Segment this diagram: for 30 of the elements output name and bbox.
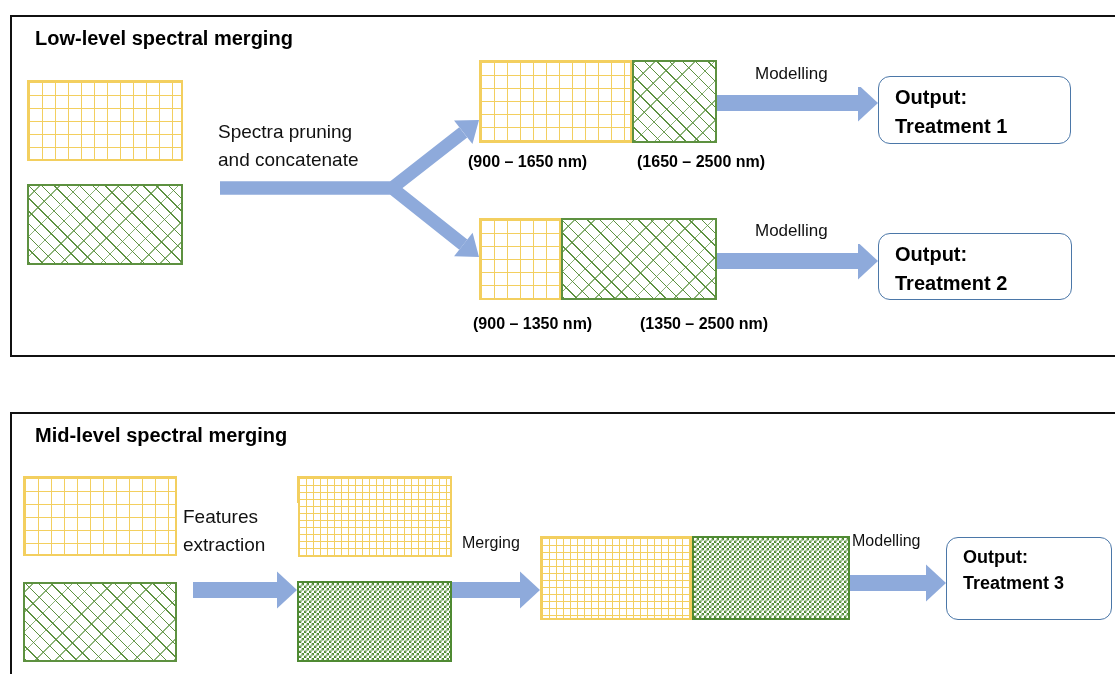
wavelength-range: (1650 – 2500 nm) xyxy=(637,153,766,171)
arrow xyxy=(452,571,540,609)
spectra-block xyxy=(23,582,177,662)
spectra-block xyxy=(692,536,850,620)
output-box: Output: Treatment 2 xyxy=(878,233,1072,300)
wavelength-range: (1350 – 2500 nm) xyxy=(640,315,769,333)
spectra-block xyxy=(297,581,452,662)
spectra-block xyxy=(479,60,632,143)
wavelength-range: (900 – 1350 nm) xyxy=(473,315,593,333)
wavelength-range: (900 – 1650 nm) xyxy=(468,153,588,171)
arrow xyxy=(220,181,479,257)
edge-label: Features extraction xyxy=(183,503,298,559)
arrow xyxy=(717,84,878,122)
spectra-block xyxy=(27,80,183,161)
output-box: Output: Treatment 1 xyxy=(878,76,1071,144)
arrow xyxy=(850,564,946,602)
section-panel xyxy=(10,412,1115,674)
output-box: Output: Treatment 3 xyxy=(946,537,1112,620)
spectra-block xyxy=(540,536,692,620)
section-panel xyxy=(10,15,1115,357)
spectra-block xyxy=(23,476,177,556)
arrow xyxy=(717,242,878,280)
spectra-block xyxy=(27,184,183,265)
panel-title: Low-level spectral merging xyxy=(35,27,293,50)
spectra-block xyxy=(297,476,452,557)
spectra-block xyxy=(561,218,717,300)
spectra-block xyxy=(479,218,561,300)
spectra-block xyxy=(632,60,717,143)
arrow xyxy=(193,571,297,609)
panel-title: Mid-level spectral merging xyxy=(35,424,288,447)
